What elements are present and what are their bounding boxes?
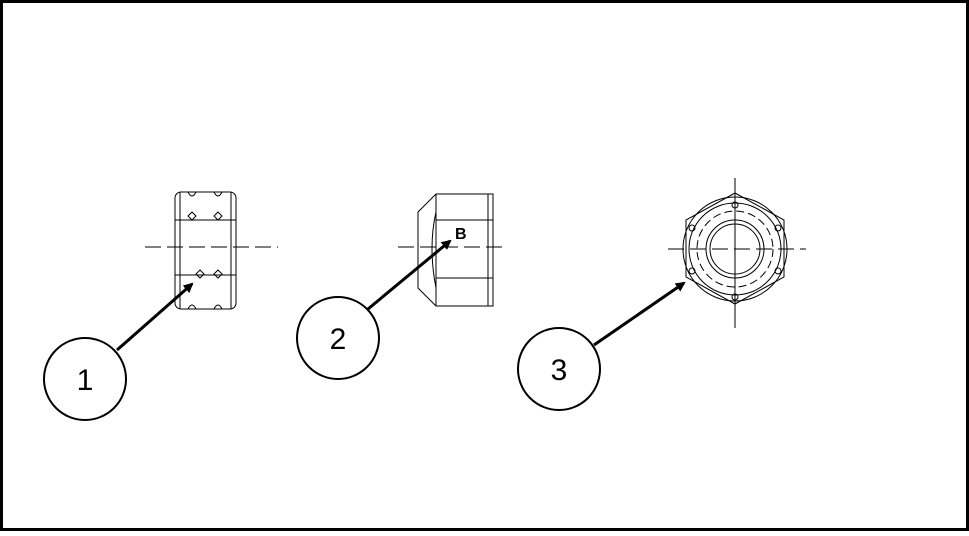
callout-3-number: 3	[551, 354, 568, 387]
acorn-nut	[398, 193, 506, 307]
callout-1: 1	[43, 337, 127, 421]
callout-1-arrow	[116, 282, 194, 352]
callout-1-number: 1	[77, 364, 94, 397]
self-locking-hex-nut	[668, 178, 806, 328]
nut-letter-label: B	[455, 226, 467, 243]
callout-3-arrow	[593, 281, 686, 347]
callout-2-arrow	[367, 239, 452, 311]
callout-3: 3	[517, 327, 601, 411]
callout-2-number: 2	[330, 323, 347, 356]
castellated-nut	[145, 191, 278, 310]
callout-2: 2	[296, 296, 380, 380]
